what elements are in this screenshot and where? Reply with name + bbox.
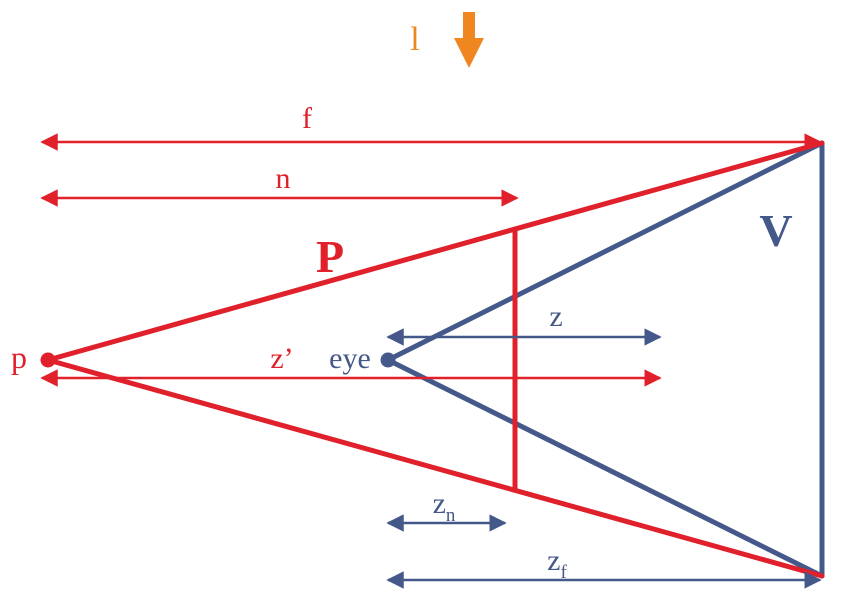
- label-zn: zn: [433, 487, 456, 526]
- light-label: l: [410, 21, 419, 58]
- label-z: z: [549, 300, 562, 333]
- label-eye: eye: [329, 342, 371, 375]
- point-p: [40, 352, 56, 368]
- arrow-down-icon: [454, 12, 484, 68]
- label-p: p: [11, 339, 27, 375]
- label-zf: zf: [547, 544, 567, 583]
- label-f: f: [302, 102, 312, 135]
- label-n: n: [276, 162, 291, 195]
- projection-volume-p: [45, 140, 825, 579]
- view-volume-v: [385, 140, 825, 579]
- label-V: V: [759, 205, 792, 256]
- point-eye: [380, 352, 396, 368]
- label-P: P: [316, 231, 344, 282]
- label-z-prime: z’: [270, 342, 293, 375]
